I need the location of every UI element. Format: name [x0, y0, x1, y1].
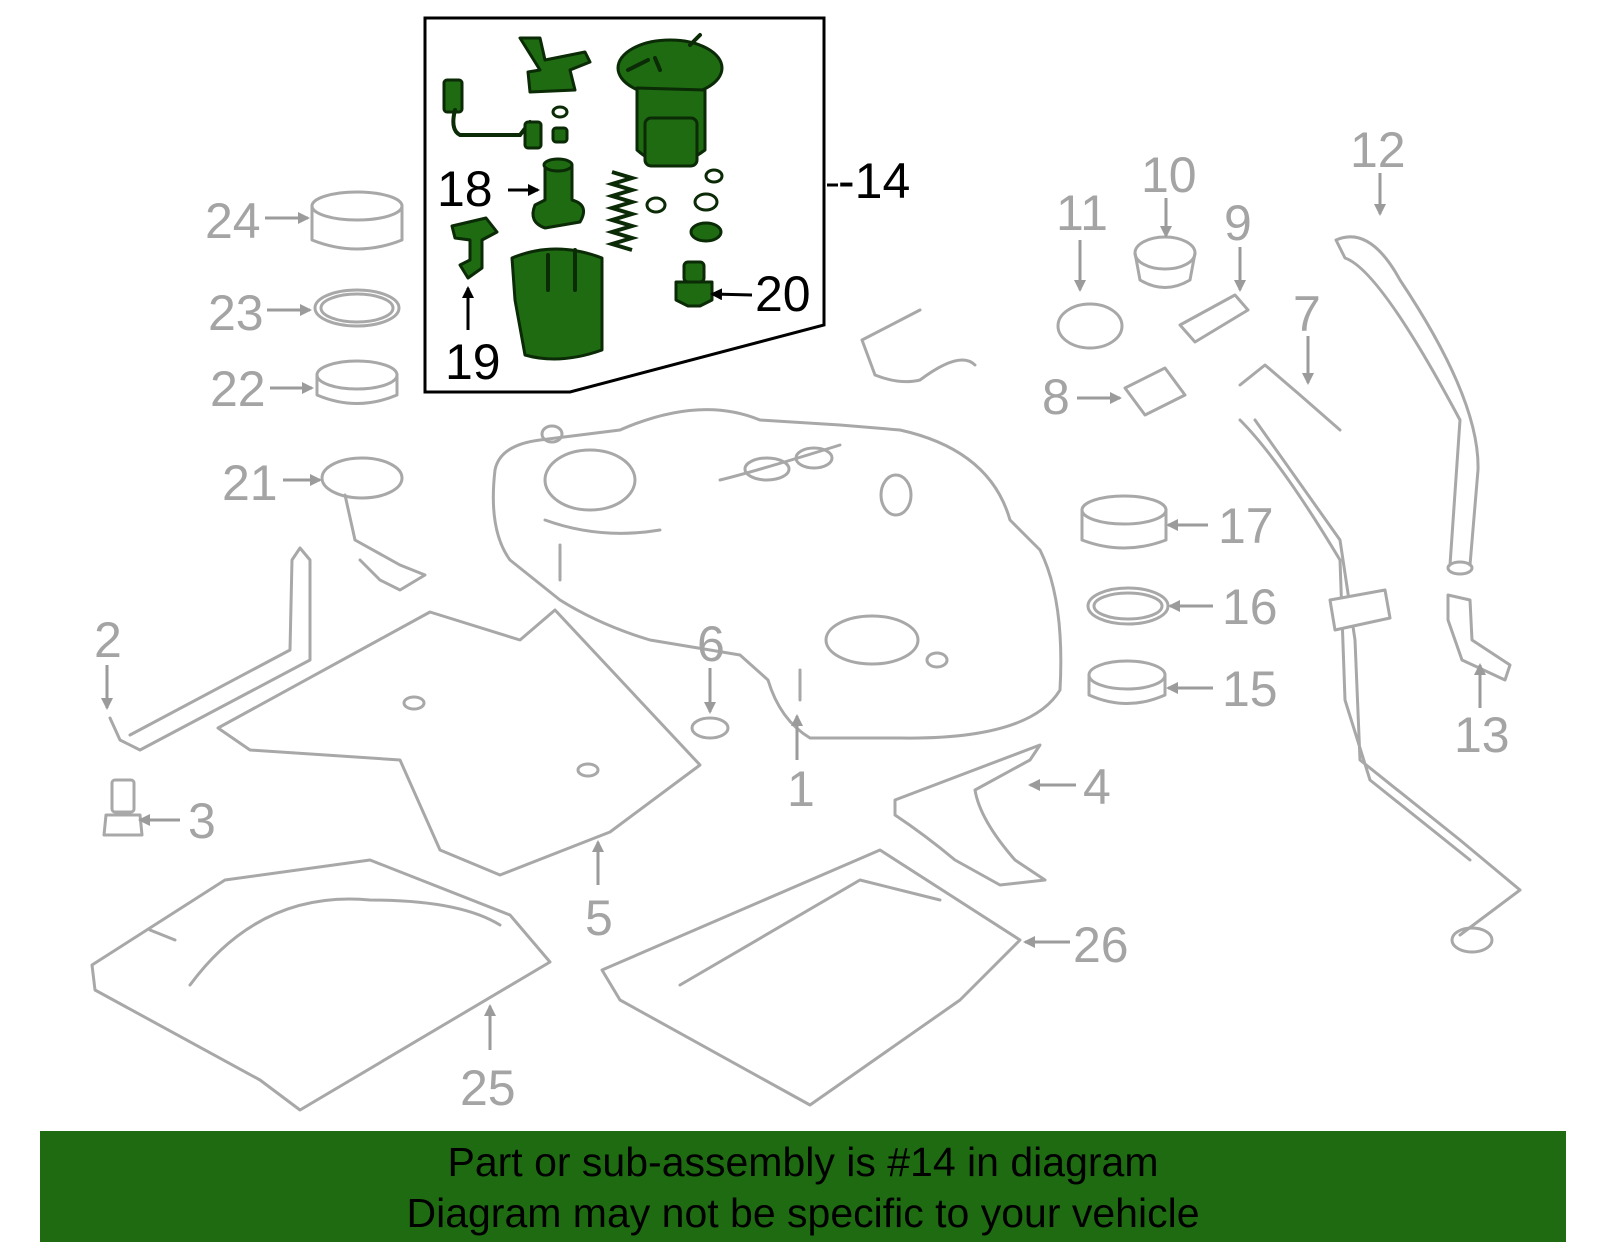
callout-8: 8 [1042, 369, 1070, 425]
callout-10: 10 [1141, 147, 1197, 203]
callout-7: 7 [1293, 286, 1321, 342]
pump-module [616, 33, 724, 168]
skid-plate-25 [90, 858, 552, 1112]
gasket-23 [313, 288, 401, 328]
callout-16: 16 [1222, 579, 1278, 635]
lock-ring-24 [310, 190, 404, 251]
callout-11: 11 [1056, 185, 1108, 241]
hose-13 [1446, 593, 1512, 682]
callout-12: 12 [1350, 122, 1406, 178]
callout-22: 22 [210, 361, 266, 417]
label-8 [1123, 366, 1187, 417]
fuel-sender-21 [320, 456, 427, 592]
skid-plate-26 [600, 848, 1022, 1107]
bracket-4 [893, 743, 1047, 887]
fuel-pump-18 [531, 157, 586, 230]
info-banner: Part or sub-assembly is #14 in diagram D… [40, 1131, 1566, 1242]
callout-24: 24 [205, 193, 261, 249]
fuel-cap-10 [1133, 235, 1197, 289]
seal-22 [315, 359, 399, 405]
sender-bracket-19 [450, 216, 499, 280]
callout-5: 5 [585, 890, 613, 946]
banner-line-1: Part or sub-assembly is #14 in diagram [447, 1139, 1159, 1185]
lock-ring-17 [1080, 494, 1168, 550]
retainer-clip [518, 36, 592, 94]
callout-23: 23 [208, 285, 264, 341]
callout-17: 17 [1218, 498, 1274, 554]
wire-harness [442, 78, 543, 150]
callout-19: 19 [445, 334, 501, 390]
callout-6: 6 [697, 616, 725, 672]
filler-neck-7 [1238, 363, 1522, 937]
strainer-basket [510, 247, 604, 361]
hose-clamp-11 [1056, 302, 1124, 350]
callout-15: 15 [1222, 661, 1278, 717]
tank-strap-2 [108, 546, 312, 752]
fuel-tank-1 [491, 308, 1063, 740]
callout-3: 3 [188, 793, 216, 849]
filler-housing-9 [1178, 293, 1250, 344]
pressure-regulator-20 [674, 260, 714, 308]
callout-arrows [101, 173, 1486, 1050]
callout-18: 18 [437, 161, 493, 217]
callout-labels: 1 2 3 4 5 6 7 8 9 10 11 12 13 -14 15 16 … [94, 122, 1510, 1116]
vent-hose-12 [1334, 235, 1480, 567]
callout-21: 21 [222, 455, 278, 511]
heat-shield-5 [216, 608, 702, 877]
seal-15 [1087, 659, 1167, 705]
callout-2: 2 [94, 612, 122, 668]
spring [605, 170, 639, 252]
banner-line-2: Diagram may not be specific to your vehi… [406, 1190, 1200, 1236]
bolt-3 [102, 778, 144, 837]
callout-26: 26 [1073, 917, 1129, 973]
callout-4: 4 [1083, 759, 1111, 815]
grommet-6 [690, 716, 730, 740]
callout-1: 1 [787, 761, 815, 817]
o-rings [551, 105, 724, 243]
callout-20: 20 [755, 266, 811, 322]
callout-13: 13 [1454, 707, 1510, 763]
fuel-pump-assembly-group [423, 16, 838, 394]
callout-14: -14 [838, 153, 910, 209]
callout-9: 9 [1224, 195, 1252, 251]
callout-25: 25 [460, 1060, 516, 1116]
